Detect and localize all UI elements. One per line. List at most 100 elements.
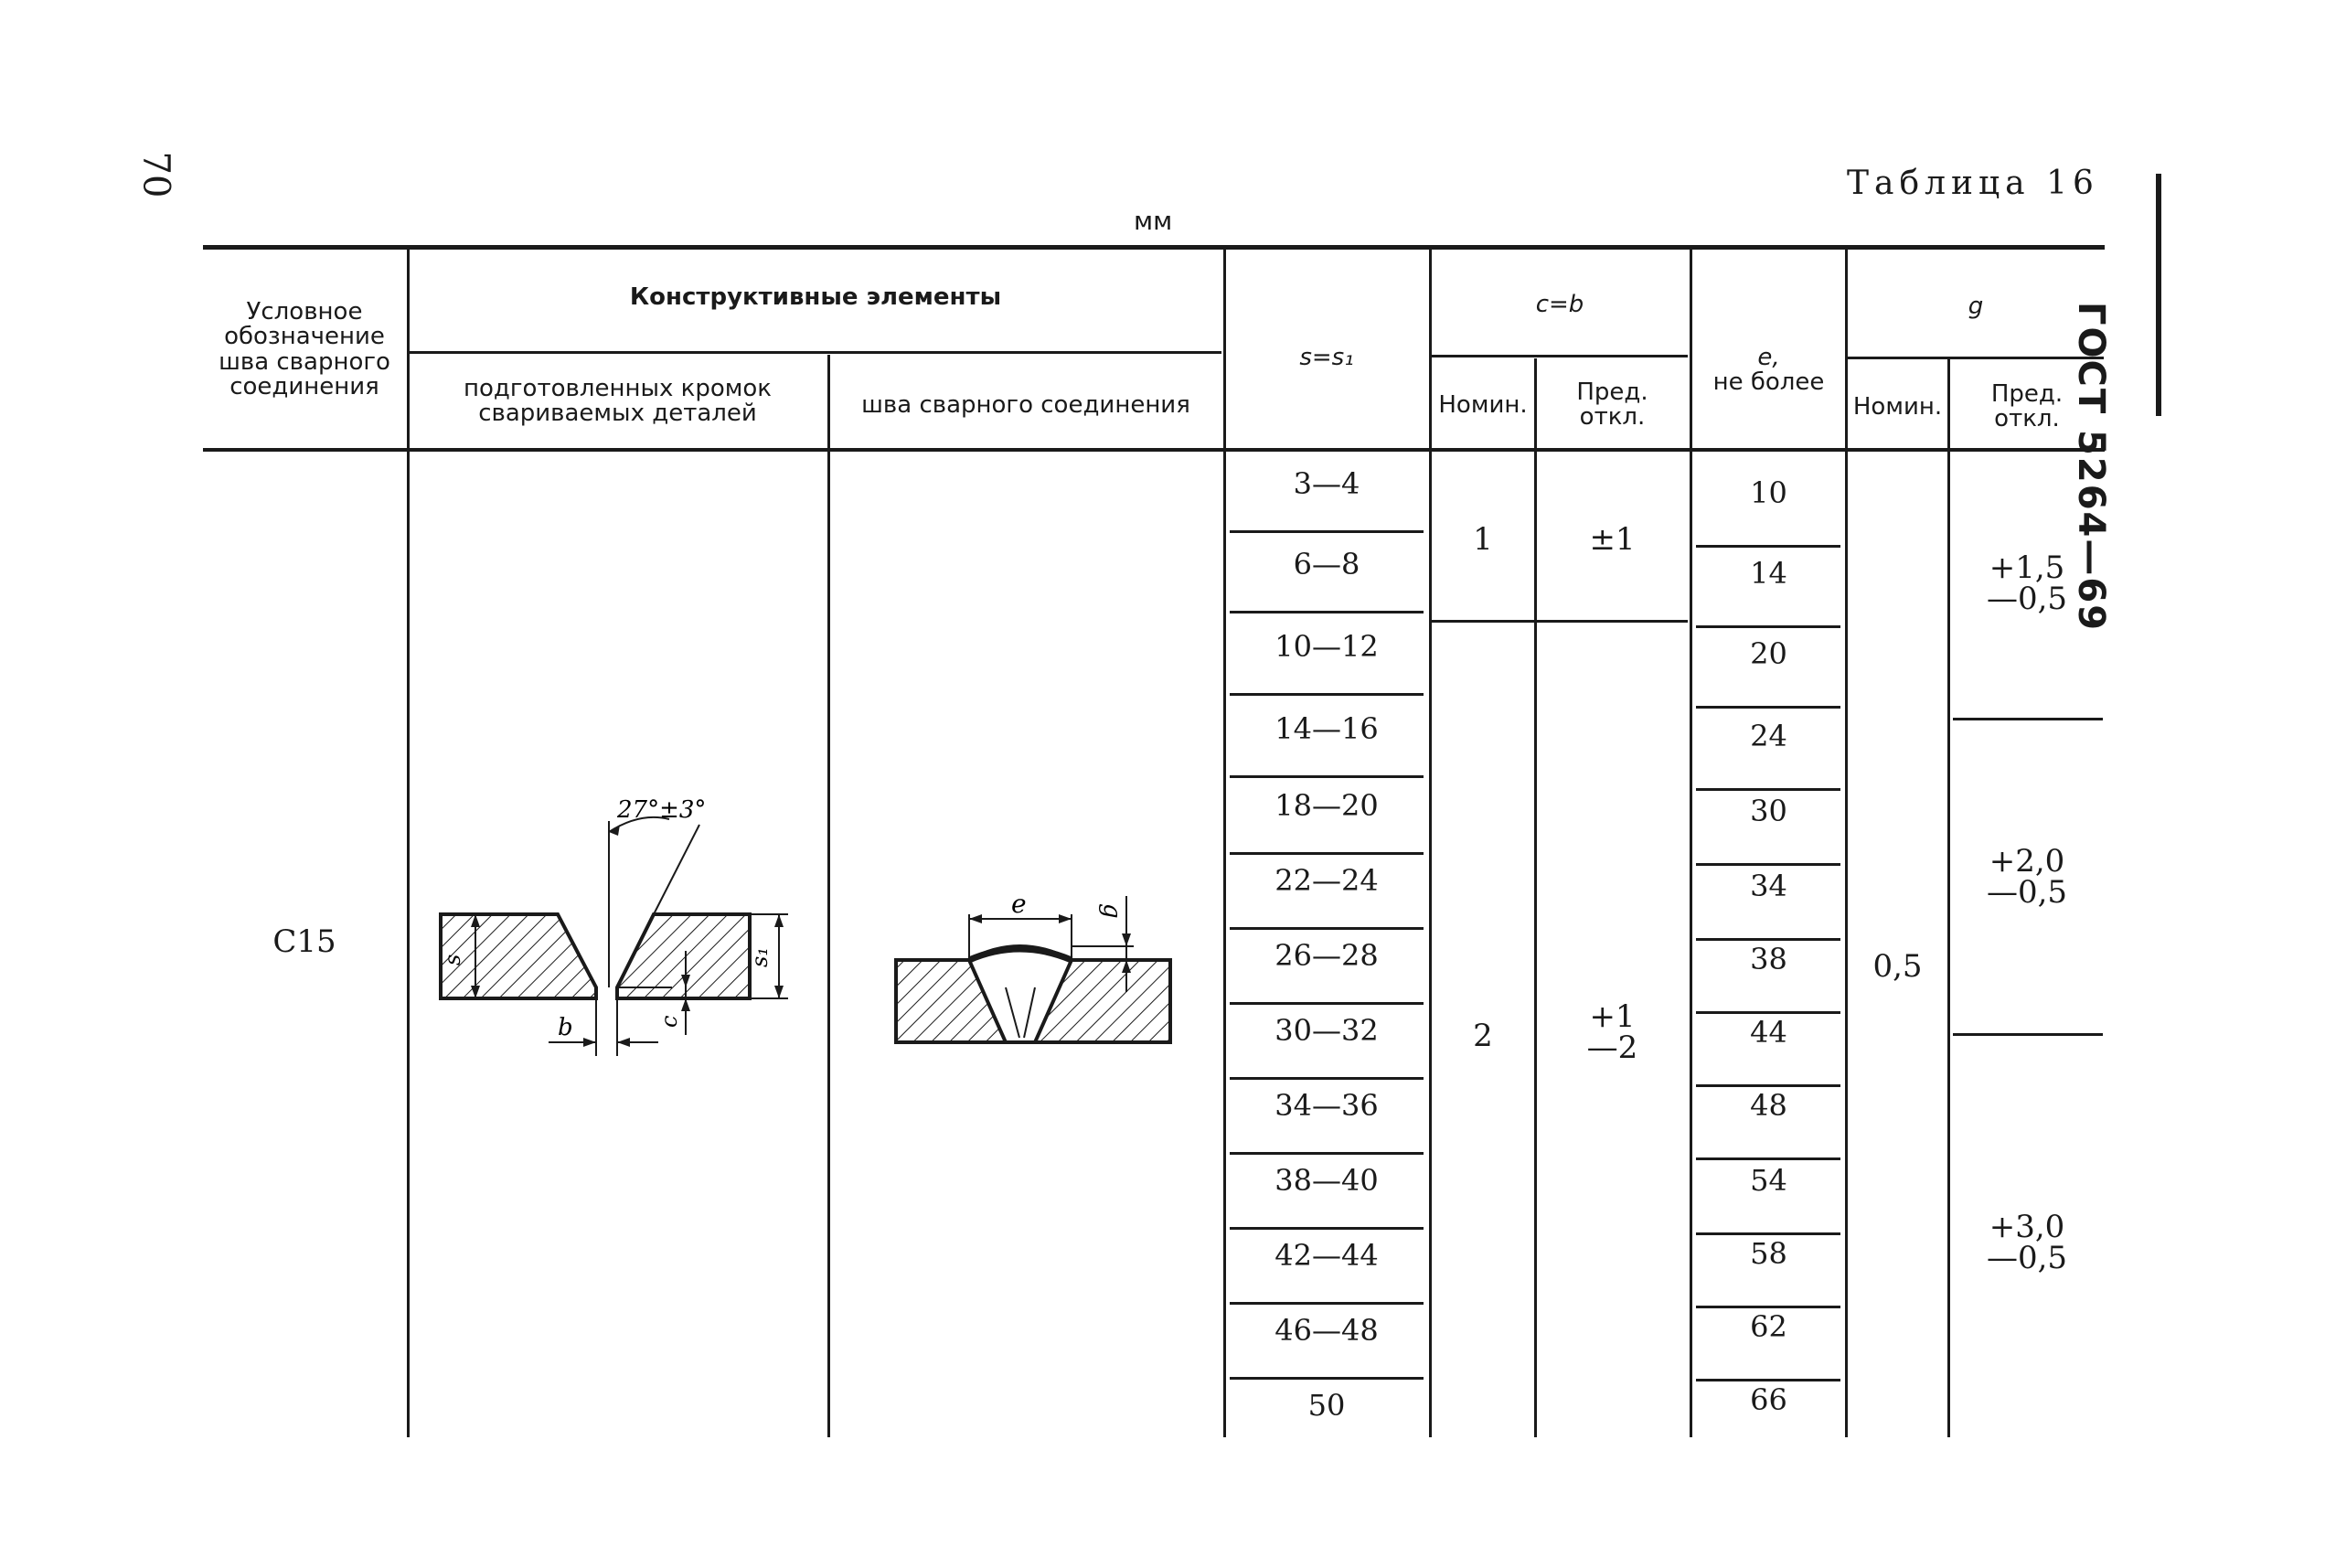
- designation-value: C15: [272, 923, 336, 960]
- header-g-tolerance: Пред. откл.: [1990, 380, 2064, 433]
- g-tolerance-2: +2,0 —0,5: [1986, 843, 2068, 911]
- table-top-rule: [203, 245, 2105, 250]
- col-rule-5: [1534, 358, 1537, 1437]
- e-row-rule: [1696, 706, 1840, 709]
- label-b: b: [558, 1014, 573, 1041]
- s-value: 14—16: [1274, 711, 1379, 746]
- header-prepared-edges: подготовленных кромок свариваемых детале…: [464, 375, 772, 428]
- col-rule-4: [1429, 249, 1432, 1437]
- e-value: 44: [1750, 1015, 1787, 1050]
- e-row-rule: [1696, 545, 1840, 548]
- table-title: Таблица 16: [1847, 165, 2099, 202]
- s-value: 18—20: [1274, 788, 1379, 823]
- s-value: 50: [1307, 1388, 1346, 1423]
- label-s1: s₁: [747, 947, 773, 967]
- s-row-rule: [1230, 1002, 1424, 1005]
- header-g-nominal: Номин.: [1852, 393, 1943, 421]
- e-row-rule: [1696, 1157, 1840, 1160]
- header-e: e, не более: [1712, 344, 1825, 397]
- col-rule-2: [827, 355, 830, 1437]
- standard-rule: [2156, 174, 2161, 416]
- e-value: 34: [1750, 869, 1787, 903]
- s-value: 46—48: [1274, 1313, 1379, 1348]
- header-subrule-construct: [410, 351, 1221, 354]
- e-row-rule: [1696, 625, 1840, 628]
- col-rule-1: [407, 249, 410, 1437]
- e-value: 30: [1750, 794, 1787, 828]
- e-value: 38: [1750, 942, 1787, 976]
- col-rule-6: [1690, 249, 1692, 1437]
- g-tolerance-3: +3,0 —0,5: [1986, 1209, 2068, 1276]
- left-plate: [439, 912, 598, 1000]
- g-group-rule-1: [1953, 718, 2103, 720]
- label-c: c: [656, 1016, 682, 1028]
- cb-tolerance-1: ±1: [1589, 521, 1636, 558]
- s-value: 22—24: [1274, 863, 1379, 898]
- s-row-rule: [1230, 1302, 1424, 1305]
- cb-nominal-2: 2: [1473, 1018, 1493, 1054]
- g-nominal: 0,5: [1872, 948, 1923, 985]
- e-value: 54: [1750, 1163, 1787, 1198]
- e-row-rule: [1696, 1379, 1840, 1381]
- s-value: 30—32: [1274, 1013, 1379, 1048]
- s-value: 3—4: [1293, 466, 1360, 501]
- label-angle: 27°±3°: [616, 796, 706, 824]
- s-row-rule: [1230, 927, 1424, 930]
- header-s: s=s₁: [1299, 344, 1354, 371]
- s-row-rule: [1230, 1077, 1424, 1080]
- s-row-rule: [1230, 611, 1424, 613]
- right-plate: [615, 912, 752, 1000]
- s-row-rule: [1230, 852, 1424, 855]
- header-cb-nominal: Номин.: [1438, 391, 1528, 419]
- header-designation: Условное обозначение шва сварного соедин…: [219, 298, 390, 400]
- col-rule-8: [1947, 358, 1950, 1437]
- s-value: 42—44: [1274, 1238, 1379, 1273]
- s-row-rule: [1230, 1152, 1424, 1155]
- e-row-rule: [1696, 863, 1840, 866]
- e-value: 20: [1750, 636, 1787, 671]
- e-value: 14: [1750, 556, 1787, 591]
- e-value: 24: [1750, 719, 1787, 753]
- e-value: 58: [1750, 1236, 1787, 1271]
- g-group-rule-2: [1953, 1033, 2103, 1036]
- s-value: 6—8: [1293, 547, 1360, 581]
- header-cb-tolerance: Пред. откл.: [1576, 379, 1648, 432]
- s-value: 26—28: [1274, 938, 1379, 973]
- s-row-rule: [1230, 1377, 1424, 1380]
- col-rule-3: [1223, 249, 1226, 1437]
- label-e: e: [1011, 889, 1027, 919]
- col-rule-7: [1845, 249, 1848, 1437]
- s-row-rule: [1230, 693, 1424, 696]
- prepared-edges-drawing: s s₁ c b 27°±3°: [439, 796, 788, 1056]
- label-g: g: [1098, 903, 1125, 919]
- e-row-rule: [1696, 938, 1840, 941]
- e-value: 66: [1750, 1382, 1787, 1417]
- s-value: 10—12: [1274, 629, 1379, 664]
- e-value: 62: [1750, 1309, 1787, 1344]
- cb-nominal-1: 1: [1473, 521, 1493, 558]
- page-number: 70: [134, 151, 177, 198]
- header-g: g: [1968, 293, 1984, 320]
- s-row-rule: [1230, 1227, 1424, 1230]
- g-tolerance-1: +1,5 —0,5: [1986, 549, 2068, 617]
- header-bottom-rule: [203, 448, 2105, 452]
- weld-seam-drawing: e g: [894, 889, 1172, 1044]
- e-row-rule: [1696, 1232, 1840, 1235]
- header-cb: c=b: [1535, 291, 1584, 318]
- e-row-rule: [1696, 1306, 1840, 1308]
- e-value: 48: [1750, 1088, 1787, 1123]
- header-construct: Конструктивные элементы: [629, 283, 1002, 311]
- s-value: 38—40: [1274, 1163, 1379, 1198]
- e-row-rule: [1696, 1011, 1840, 1014]
- s-row-rule: [1230, 530, 1424, 533]
- header-subrule-cb: [1432, 355, 1688, 357]
- cb-tolerance-2: +1 —2: [1586, 998, 1638, 1066]
- label-s: s: [440, 955, 465, 965]
- cb-group-rule: [1432, 620, 1688, 623]
- e-value: 10: [1750, 475, 1787, 510]
- header-subrule-g: [1848, 357, 2104, 359]
- s-row-rule: [1230, 775, 1424, 778]
- s-value: 34—36: [1274, 1088, 1379, 1123]
- e-row-rule: [1696, 788, 1840, 791]
- e-row-rule: [1696, 1084, 1840, 1087]
